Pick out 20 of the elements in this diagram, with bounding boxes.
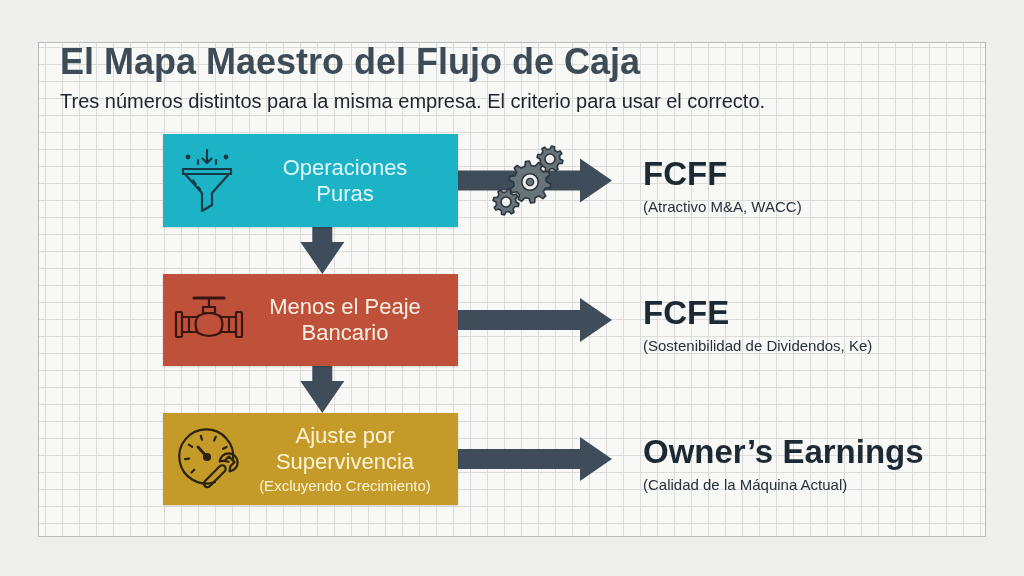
arrow	[458, 158, 612, 203]
result-note: (Sostenibilidad de Dividendos, Ke)	[643, 336, 873, 356]
result-title: FCFF	[643, 156, 729, 193]
arrow	[458, 298, 612, 342]
title: El Mapa Maestro del Flujo de Caja	[60, 40, 641, 84]
process-box	[163, 413, 458, 505]
box-label: Operaciones Puras	[281, 154, 409, 207]
process-box	[163, 134, 458, 227]
box-note: (Excluyendo Crecimiento)	[259, 475, 431, 496]
subtitle: Tres números distintos para la misma empresa. El criterio para usar el correcto.	[60, 89, 766, 114]
result-title: FCFE	[643, 295, 731, 332]
result-note: (Calidad de la Máquina Actual)	[643, 475, 849, 495]
result-note: (Atractivo M&A, WACC)	[643, 197, 802, 217]
arrow	[300, 227, 345, 274]
arrow	[458, 437, 612, 481]
box-label: Menos el Peaje Bancario	[268, 294, 422, 346]
process-box	[163, 274, 458, 366]
box-label: Ajuste por Supervivencia	[274, 422, 416, 475]
result-title: Owner’s Earnings	[643, 434, 924, 471]
arrow	[300, 366, 345, 413]
